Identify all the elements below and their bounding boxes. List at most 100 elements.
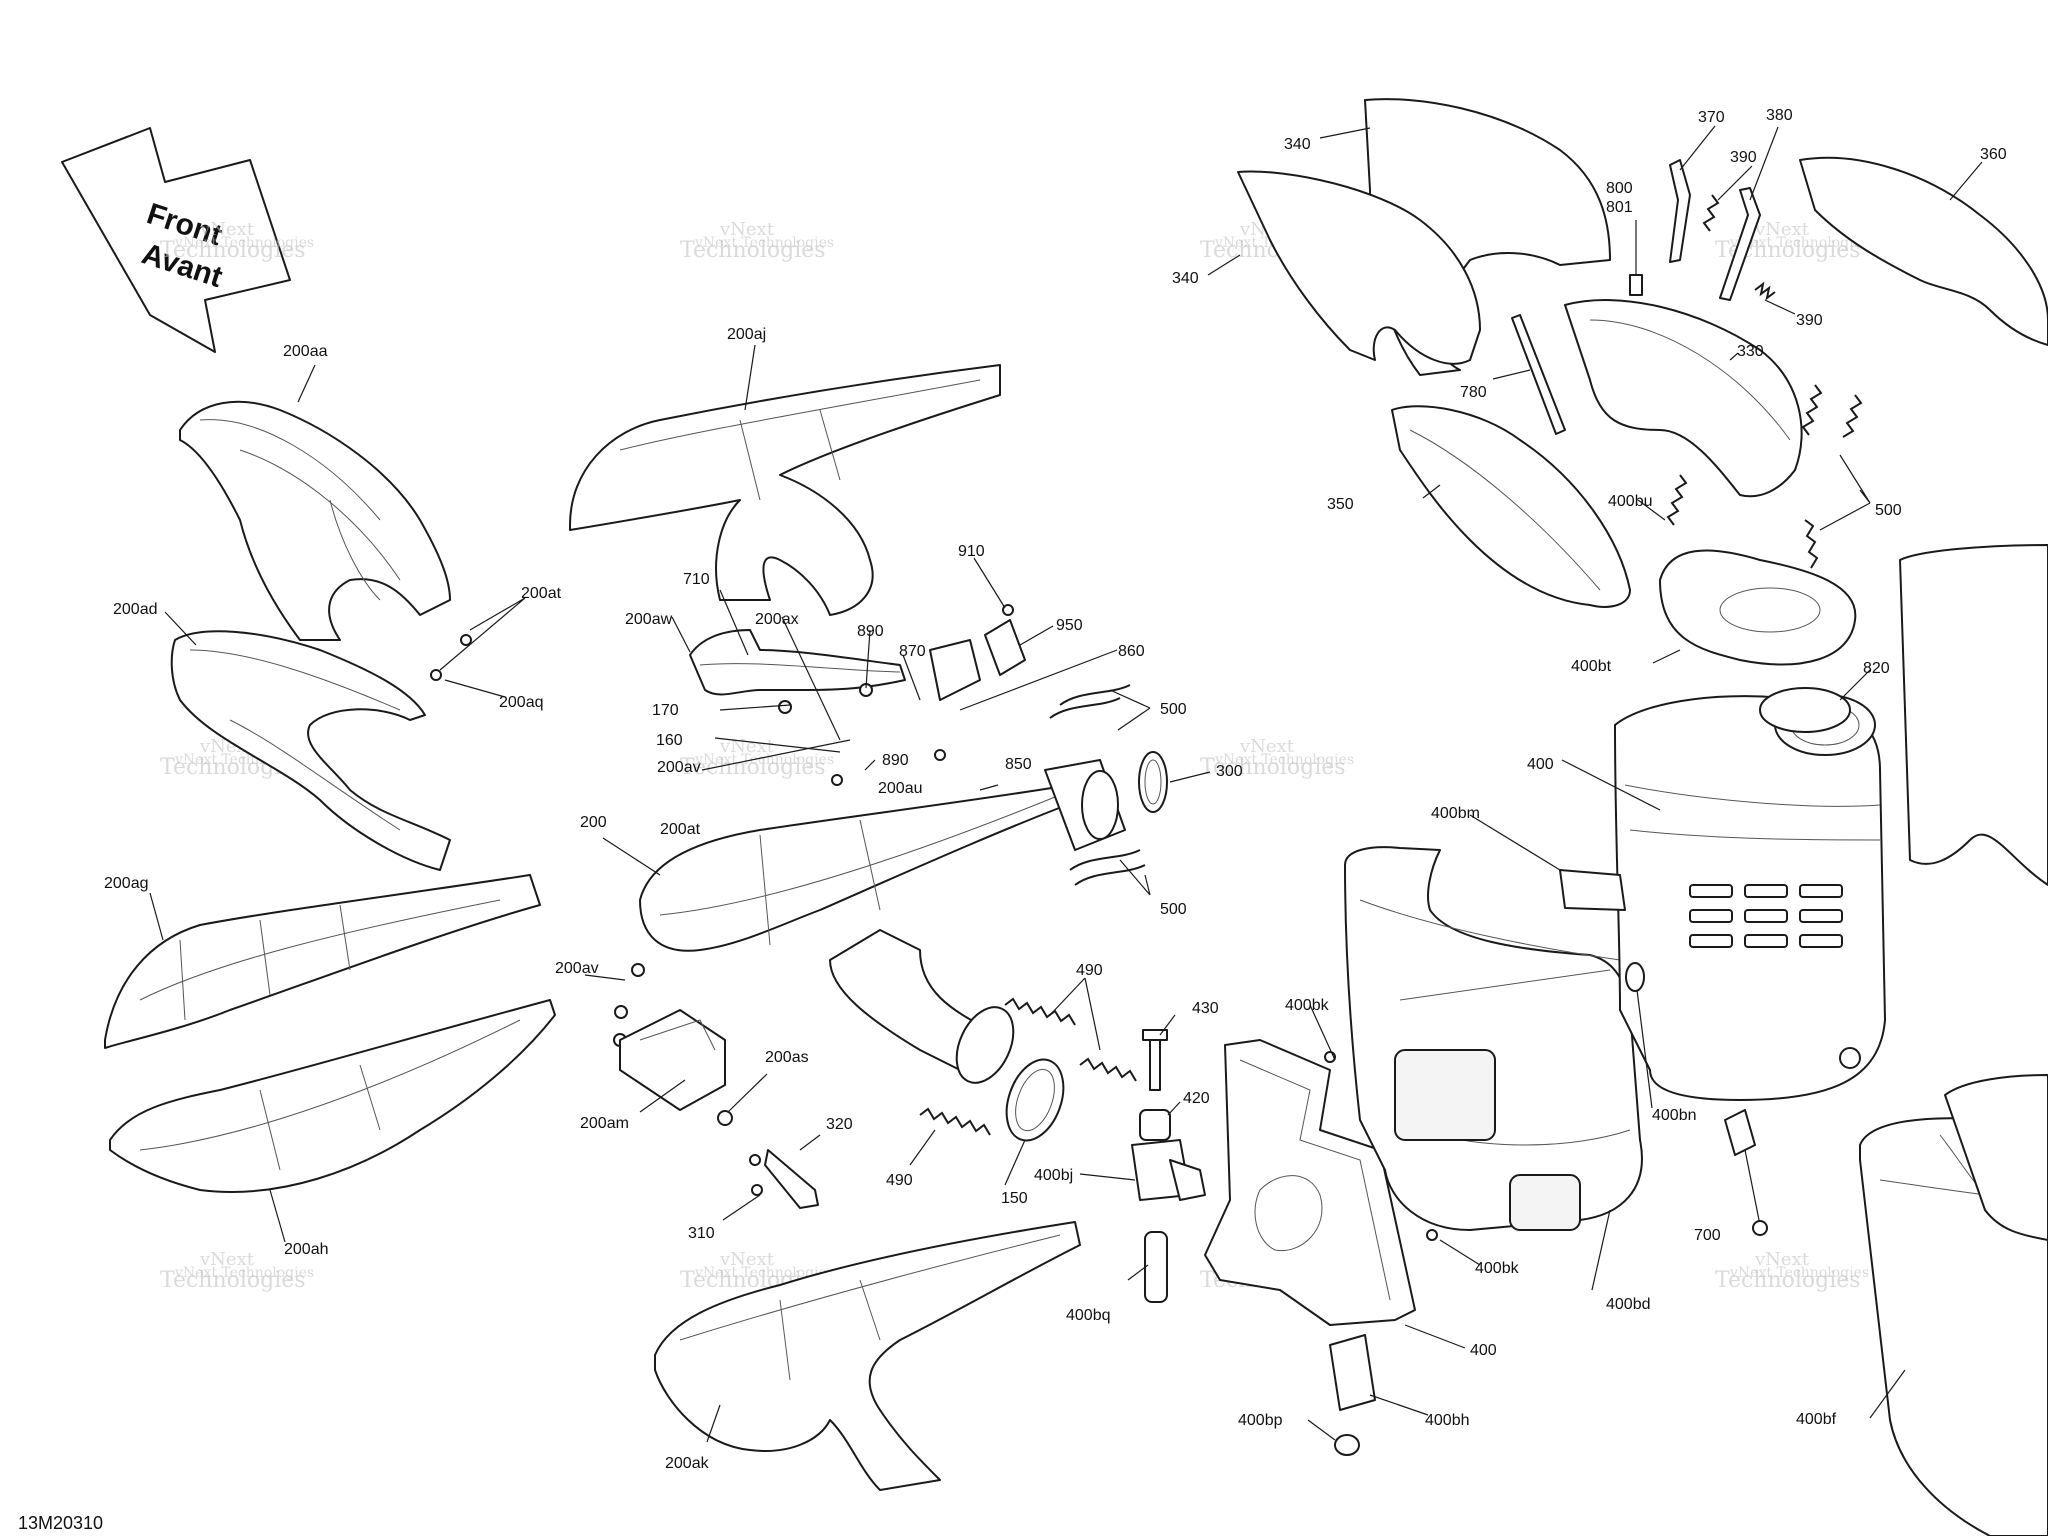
- label-400bd: 400bd: [1606, 1296, 1651, 1313]
- heat-shield-right-edge: [1899, 544, 2048, 886]
- mount-bracket-400: [1204, 1039, 1416, 1326]
- label-780: 780: [1460, 384, 1487, 401]
- label-500: 500: [1160, 901, 1187, 918]
- label-820: 820: [1863, 660, 1890, 677]
- svg-text:vNext Technologies: vNext Technologies: [1729, 1265, 1869, 1281]
- label-200at: 200at: [521, 585, 562, 602]
- muffler-400: [1614, 694, 1886, 1101]
- label-400: 400: [1527, 756, 1554, 773]
- svg-text:vNext Technologies: vNext Technologies: [694, 1265, 834, 1281]
- svg-text:vNext Technologies: vNext Technologies: [694, 752, 834, 768]
- label-910: 910: [958, 543, 985, 560]
- label-890: 890: [857, 623, 884, 640]
- label-801: 801: [1606, 199, 1633, 216]
- label-330: 330: [1737, 343, 1764, 360]
- label-400: 400: [1470, 1342, 1497, 1359]
- svg-text:vNext Technologies: vNext Technologies: [174, 1265, 314, 1281]
- label-200at: 200at: [660, 821, 701, 838]
- bolt-800: [1629, 274, 1643, 296]
- label-200ak: 200ak: [665, 1455, 710, 1472]
- leader-lines: [149, 125, 1983, 1443]
- label-200av: 200av: [657, 759, 701, 776]
- svg-text:Technologies: Technologies: [160, 1268, 306, 1293]
- spring-490-b: [919, 1107, 991, 1136]
- label-200aa: 200aa: [283, 343, 328, 360]
- svg-text:vNext: vNext: [719, 1249, 775, 1270]
- svg-text:Technologies: Technologies: [160, 238, 306, 263]
- label-340: 340: [1172, 270, 1199, 287]
- label-380: 380: [1766, 107, 1793, 124]
- svg-text:vNext: vNext: [1239, 736, 1295, 757]
- svg-text:Technologies: Technologies: [1715, 1268, 1861, 1293]
- label-700: 700: [1694, 1227, 1721, 1244]
- heat-shield-400bt: [1659, 549, 1857, 666]
- label-850: 850: [1005, 756, 1032, 773]
- label-200as: 200as: [765, 1049, 809, 1066]
- svg-text:Technologies: Technologies: [680, 238, 826, 263]
- label-200ax: 200ax: [755, 611, 799, 628]
- plate-400bm: [1559, 869, 1626, 911]
- svg-text:vNext Technologies: vNext Technologies: [1214, 752, 1354, 768]
- label-870: 870: [899, 643, 926, 660]
- heat-shield-200aa: [179, 400, 451, 641]
- svg-text:vNext Technologies: vNext Technologies: [694, 235, 834, 251]
- label-400bn: 400bn: [1652, 1107, 1697, 1124]
- heat-shield-200ah: [109, 999, 556, 1193]
- exhaust-flange: [1044, 759, 1126, 851]
- svg-text:vNext: vNext: [199, 219, 255, 240]
- svg-text:vNext Technologies: vNext Technologies: [1729, 235, 1869, 251]
- label-400bk: 400bk: [1285, 997, 1330, 1014]
- gasket-780: [1511, 314, 1566, 435]
- hardware: [430, 604, 1438, 1241]
- heat-shield-200ag: [104, 874, 541, 1049]
- mount-400bh: [1329, 1334, 1376, 1456]
- label-490: 490: [1076, 962, 1103, 979]
- spring-390: [1702, 194, 1776, 301]
- label-200aq: 200aq: [499, 694, 544, 711]
- label-400bp: 400bp: [1238, 1412, 1283, 1429]
- gasket-820: [1759, 687, 1851, 733]
- label-400bj: 400bj: [1034, 1167, 1073, 1184]
- nut-400bn: [1625, 962, 1645, 992]
- callout-labels: 200aa 200aj 200ad 200at 200aq 200aw 200a…: [104, 107, 2007, 1472]
- spring-500-c: [1801, 384, 1863, 569]
- heat-shield-200ad: [170, 630, 451, 871]
- label-890: 890: [882, 752, 909, 769]
- label-360: 360: [1980, 146, 2007, 163]
- muffler-200: [639, 784, 1081, 1084]
- svg-text:Technologies: Technologies: [1200, 755, 1346, 780]
- rod-320: [764, 1149, 819, 1209]
- spring-500-b: [1069, 849, 1146, 886]
- heat-shield-330: [1564, 299, 1803, 498]
- label-340: 340: [1284, 136, 1311, 153]
- gasket-300: [1138, 751, 1168, 813]
- label-150: 150: [1001, 1190, 1028, 1207]
- label-310: 310: [688, 1225, 715, 1242]
- clamp-150: [1005, 1058, 1065, 1142]
- isolator-420: [1139, 1109, 1171, 1141]
- label-200ah: 200ah: [284, 1241, 329, 1258]
- label-200au: 200au: [878, 780, 923, 797]
- label-420: 420: [1183, 1090, 1210, 1107]
- label-400bq: 400bq: [1066, 1307, 1111, 1324]
- label-200ag: 200ag: [104, 875, 149, 892]
- bracket-200am: [619, 1009, 726, 1111]
- label-350: 350: [1327, 496, 1354, 513]
- label-430: 430: [1192, 1000, 1219, 1017]
- svg-text:vNext: vNext: [199, 1249, 255, 1270]
- heat-shield-400bd: [1344, 846, 1643, 1231]
- svg-text:vNext: vNext: [719, 736, 775, 757]
- label-160: 160: [656, 732, 683, 749]
- label-200aj: 200aj: [727, 326, 766, 343]
- svg-text:vNext: vNext: [1754, 1249, 1810, 1270]
- svg-text:vNext: vNext: [719, 219, 775, 240]
- drawing-code: 13M20310: [18, 1513, 104, 1533]
- label-370: 370: [1698, 109, 1725, 126]
- label-200ad: 200ad: [113, 601, 158, 618]
- label-200am: 200am: [580, 1115, 629, 1132]
- label-320: 320: [826, 1116, 853, 1133]
- spring-500-a: [1049, 684, 1131, 719]
